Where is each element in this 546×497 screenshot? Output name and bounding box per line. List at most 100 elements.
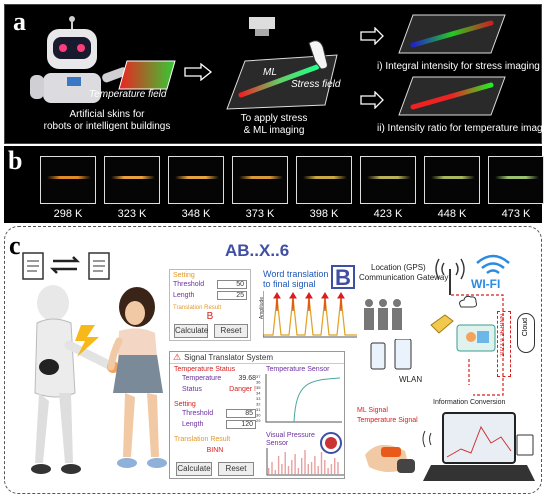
threshold-row-2: Threshold 85 — [174, 408, 256, 419]
skin-caption-line1: Artificial skins for — [27, 109, 187, 121]
peak-arrow-0 — [274, 293, 280, 311]
wlan-label: WLAN — [399, 375, 422, 384]
phones-icon — [369, 339, 415, 373]
pressure-bar — [285, 452, 286, 474]
visual-pressure-title-1: Visual Pressure — [266, 432, 315, 439]
word-title: AB..X..6 — [225, 241, 289, 261]
pressure-bar — [308, 464, 309, 474]
temp-axis-tick: 30 — [256, 413, 261, 418]
visual-pressure-title-2: Sensor — [266, 440, 288, 447]
people-illustration — [15, 285, 177, 493]
panel-b-letter: b — [8, 148, 22, 174]
frame-5 — [360, 156, 416, 204]
pressure-bar — [275, 470, 276, 474]
translation-result-value-2: BINN — [174, 447, 256, 454]
ml-streak — [175, 176, 219, 179]
ml-streak — [239, 176, 283, 179]
frame-2 — [168, 156, 224, 204]
frame-4 — [296, 156, 352, 204]
ml-streak — [495, 176, 539, 179]
word-translation-panel: Word translation to final signal B Ampli… — [253, 269, 357, 341]
location-label-1: Location (GPS) — [371, 263, 426, 272]
pressure-bar — [334, 458, 335, 474]
calculate-button-2[interactable]: Calculate — [176, 462, 212, 476]
length-input-2[interactable]: 120 — [226, 420, 256, 429]
temp-axes — [266, 374, 342, 422]
temperature-signal-label: Temperature Signal — [357, 417, 418, 424]
temperature-label-4: 398 K — [296, 208, 352, 220]
temperature-field-plate — [117, 59, 177, 91]
arrow-right-icon — [359, 27, 385, 45]
pressure-bar — [318, 466, 319, 474]
reset-button[interactable]: Reset — [214, 324, 248, 338]
temperature-row: Temperature 39.68 — [174, 373, 256, 384]
length-input[interactable]: 25 — [217, 291, 247, 300]
threshold-input-2[interactable]: 85 — [226, 409, 256, 418]
stress-apply-plate — [221, 15, 345, 111]
signal-translator-window: ⚠ Signal Translator System Temperature S… — [169, 351, 345, 479]
arrow-right-icon — [183, 63, 213, 81]
big-letter-box: B — [331, 265, 355, 289]
status-row: Status Danger ! — [174, 384, 256, 395]
reset-button-2[interactable]: Reset — [218, 462, 254, 476]
temp-curve — [294, 378, 340, 422]
ml-signal-label: ML Signal — [357, 407, 388, 414]
pressure-bar — [294, 454, 295, 474]
panel-c: c AB..X..6 Setting Th — [4, 226, 542, 494]
pressure-bar — [304, 450, 305, 474]
ml-streak — [47, 176, 91, 179]
temp-axis-tick: 33 — [256, 396, 261, 401]
translation-result-label-2: Translation Result — [174, 436, 256, 443]
warning-icon: ⚠ — [173, 352, 181, 363]
temperature-value: 39.68 — [238, 375, 256, 382]
setting-label-2: Setting — [174, 401, 256, 408]
document-exchange-icon — [21, 249, 119, 283]
temp-axis-tick: 35 — [256, 385, 261, 390]
pressure-bar — [324, 460, 325, 474]
stress-imaging-plate — [397, 13, 507, 55]
frame-7 — [488, 156, 544, 204]
threshold-input[interactable]: 50 — [217, 280, 247, 289]
temp-axis-tick: 37 — [256, 374, 261, 379]
status-label: Status — [182, 386, 202, 393]
word-translation-line2: to final signal — [263, 279, 316, 289]
status-value: Danger ! — [229, 386, 256, 393]
panel-c-letter: c — [9, 233, 21, 259]
length-label-2: Length — [182, 421, 203, 428]
temperature-label-7: 473 K — [488, 208, 544, 220]
temperature-label-2: 348 K — [168, 208, 224, 220]
pressure-bar — [291, 460, 292, 474]
wifi-icon — [473, 251, 513, 277]
length-row: Length 25 — [173, 290, 247, 301]
temperature-label: Temperature — [182, 375, 221, 382]
pressure-sensor-chart — [266, 448, 344, 478]
ml-streak — [303, 176, 347, 179]
pressure-bar — [268, 468, 269, 474]
frame-1 — [104, 156, 160, 204]
peak-arrow-1 — [290, 293, 296, 311]
temperature-label-3: 373 K — [232, 208, 288, 220]
pressure-bar — [298, 468, 299, 474]
pressure-bar — [281, 464, 282, 474]
frame-3 — [232, 156, 288, 204]
calculate-button[interactable]: Calculate — [174, 324, 208, 338]
threshold-row: Threshold 50 — [173, 279, 247, 290]
peak-arrow-3 — [322, 293, 328, 311]
temperature-label-0: 298 K — [40, 208, 96, 220]
temperature-label-6: 448 K — [424, 208, 480, 220]
window-titlebar: ⚠ Signal Translator System — [170, 352, 344, 364]
pressure-bar — [321, 452, 322, 474]
length-label: Length — [173, 292, 194, 299]
peak-arrow-4 — [338, 293, 344, 311]
ml-label: ML — [263, 67, 277, 79]
frame-0 — [40, 156, 96, 204]
temperature-field-label: Temperature field — [89, 89, 166, 101]
ml-streak — [111, 176, 155, 179]
apply-caption-line1: To apply stress — [219, 113, 329, 125]
translator-window-small: Setting Threshold 50 Length 25 Translati… — [169, 269, 251, 341]
frame-6 — [424, 156, 480, 204]
temperature-label-5: 423 K — [360, 208, 416, 220]
temp-axis-tick: 34 — [256, 391, 261, 396]
